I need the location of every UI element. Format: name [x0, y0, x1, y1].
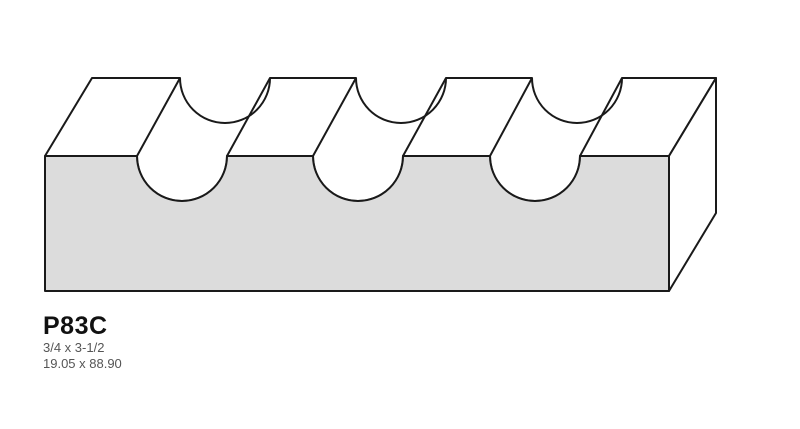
- profile-code: P83C: [43, 312, 108, 340]
- groove-edge-line: [226, 77, 271, 157]
- molding-front-face: [44, 155, 670, 292]
- profile-caption: P83C 3/4 x 3-1/2 19.05 x 88.90: [43, 312, 122, 372]
- groove-edge-line: [312, 77, 357, 157]
- groove-edge-line: [402, 77, 447, 157]
- profile-size-imperial: 3/4 x 3-1/2: [43, 340, 105, 355]
- groove-edge-line: [136, 77, 181, 157]
- profile-size-metric: 19.05 x 88.90: [43, 356, 122, 371]
- groove-edge-line: [489, 77, 533, 157]
- groove-edge-line: [579, 77, 623, 157]
